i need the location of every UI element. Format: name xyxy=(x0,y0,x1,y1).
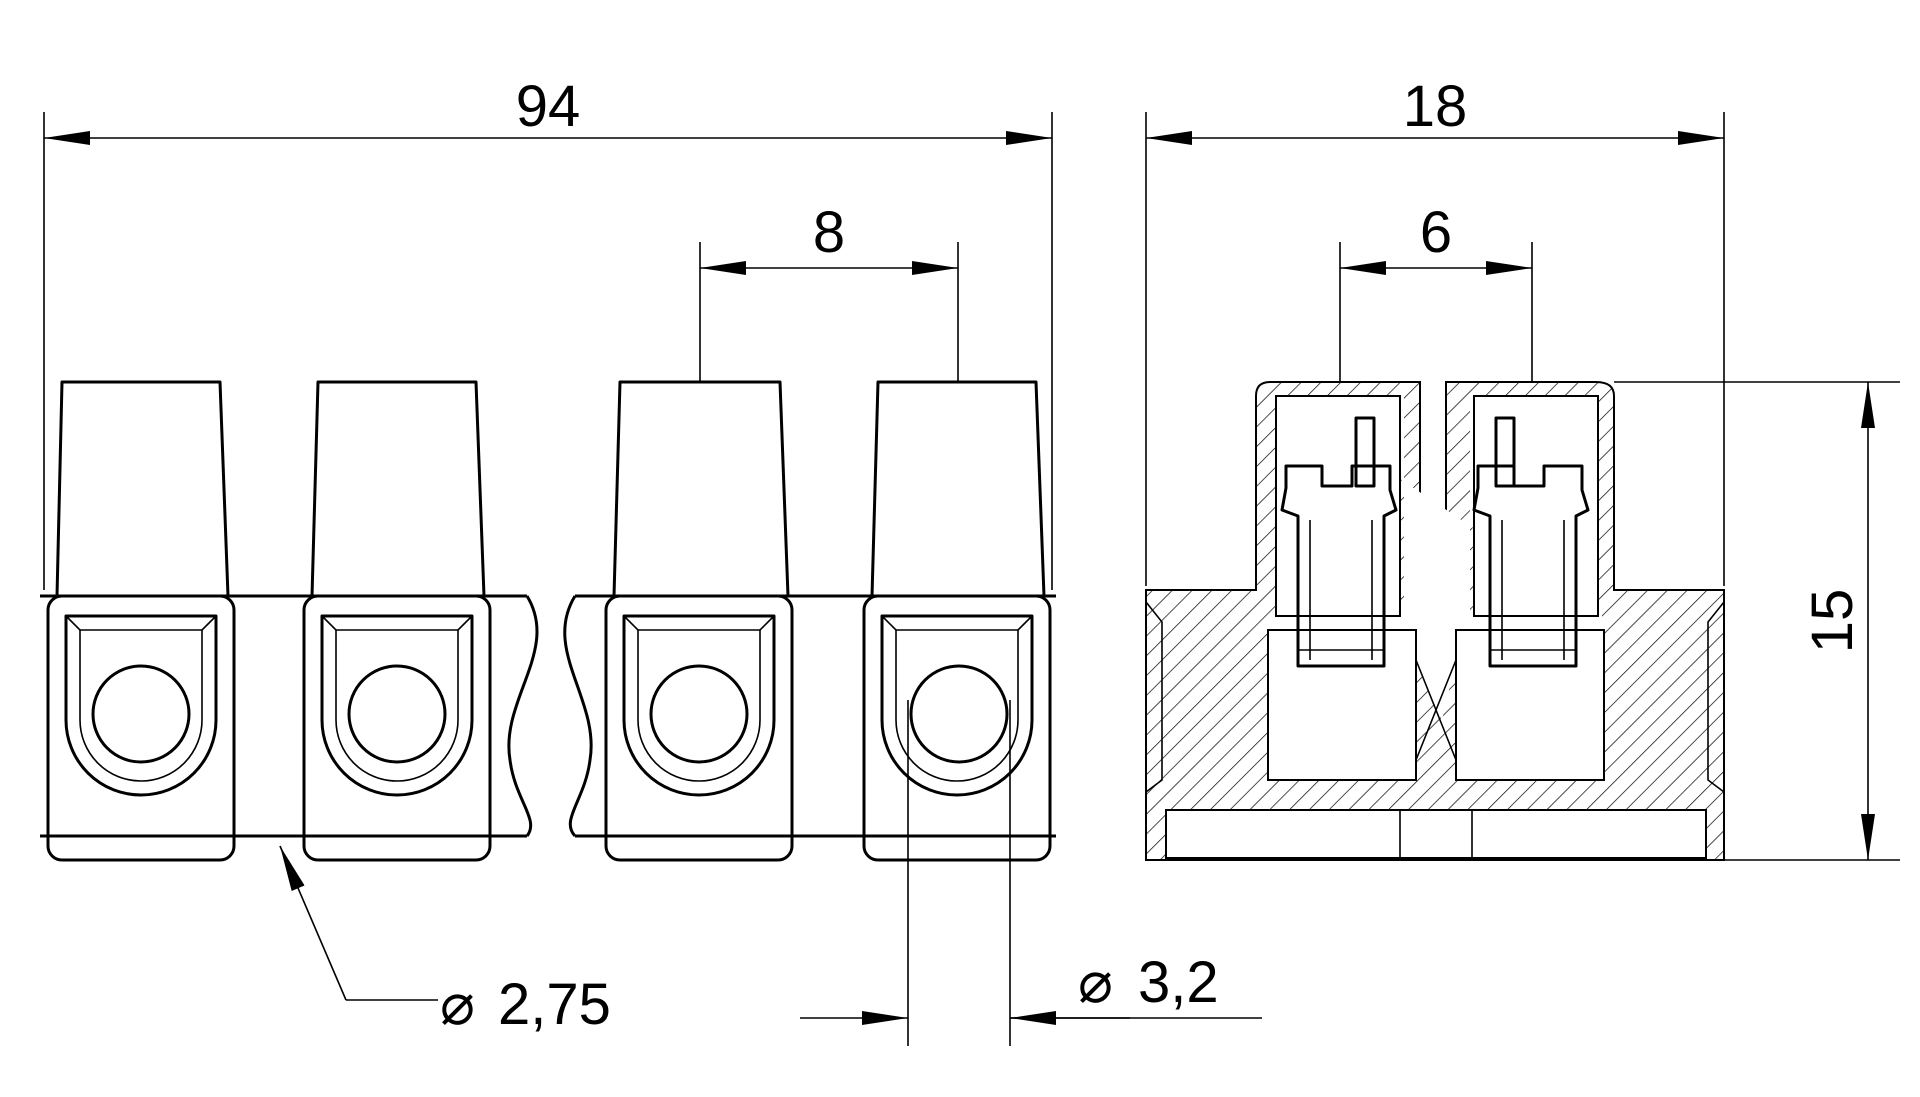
dimension-pitch: 8 xyxy=(699,200,959,382)
dimension-mounting-hole: ⌀ 2,75 xyxy=(279,845,611,1037)
dimension-label-overall-length: 94 xyxy=(516,74,581,139)
dimension-label-mounting-hole: 2,75 xyxy=(498,972,611,1037)
dimension-height: 15 xyxy=(1614,381,1900,861)
dimension-width: 18 xyxy=(1145,74,1725,586)
dimension-wire-entry: ⌀ 3,2 xyxy=(800,700,1262,1046)
side-section-view xyxy=(1145,381,1725,861)
dimension-label-pitch: 8 xyxy=(813,200,845,265)
diameter-symbol-wire: ⌀ xyxy=(1078,950,1113,1015)
dimension-overall-length: 94 xyxy=(43,74,1053,590)
terminal-pole-3 xyxy=(604,380,794,862)
front-view xyxy=(40,380,1056,862)
terminal-pole-1 xyxy=(46,380,236,862)
front-base-strip xyxy=(40,594,1056,838)
clamp-screw-2 xyxy=(1472,416,1590,668)
dimension-label-height: 15 xyxy=(1800,589,1865,654)
terminal-pole-2 xyxy=(302,380,492,862)
clamp-screw-1 xyxy=(1280,416,1398,668)
dimension-screw-spacing: 6 xyxy=(1339,200,1533,382)
terminal-pole-4 xyxy=(862,380,1052,862)
dimension-label-wire-entry: 3,2 xyxy=(1138,950,1219,1015)
dimension-label-width: 18 xyxy=(1403,74,1468,139)
diameter-symbol-mounting: ⌀ xyxy=(440,972,475,1037)
dimension-label-screw-spacing: 6 xyxy=(1420,200,1452,265)
